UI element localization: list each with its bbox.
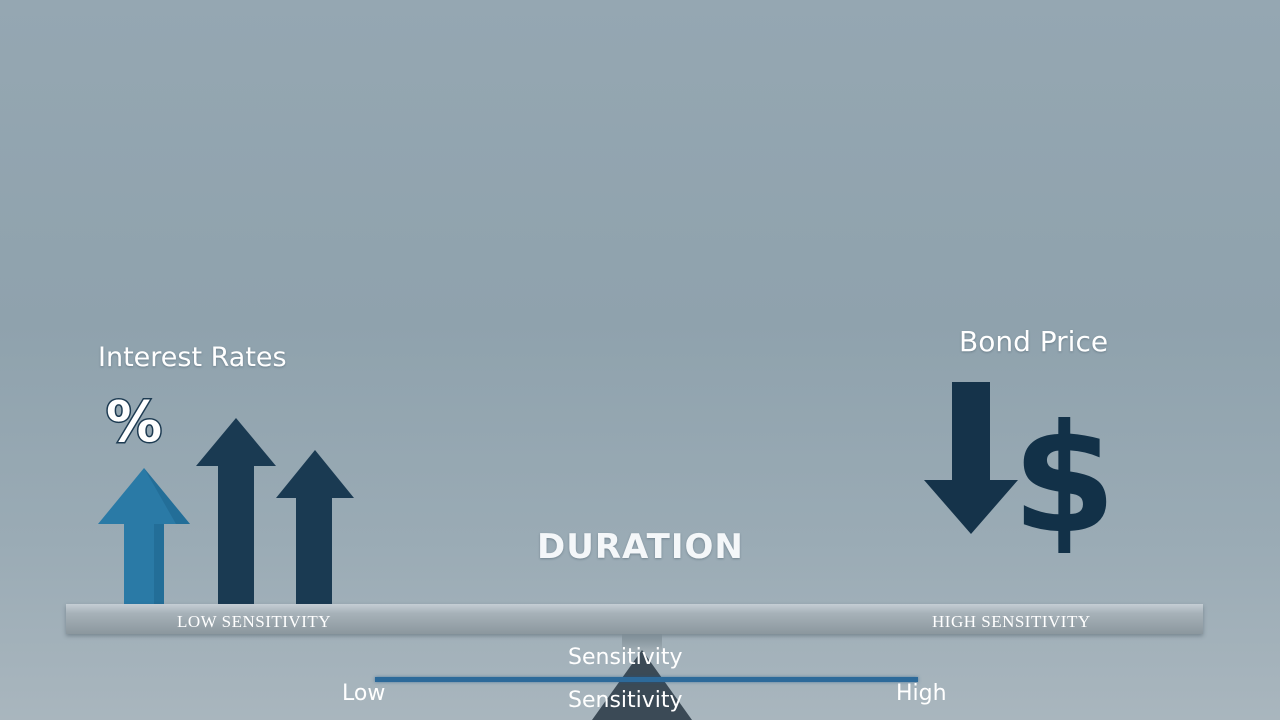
down-arrow-icon — [924, 382, 1018, 534]
beam-pivot — [622, 634, 662, 652]
low-axis-label: Low — [342, 681, 386, 706]
interest-rates-title: Interest Rates — [98, 342, 287, 373]
sensitivity-beam — [66, 604, 1203, 634]
low-sensitivity-label: LOW SENSITIVITY — [177, 612, 332, 631]
up-arrow-icon — [196, 418, 276, 610]
high-sensitivity-label: HIGH SENSITIVITY — [932, 612, 1091, 631]
percent-icon: % — [104, 389, 163, 457]
sensitivity-label-top: Sensitivity — [568, 645, 683, 670]
duration-label: DURATION — [537, 527, 744, 567]
dollar-icon: $ — [1012, 393, 1117, 567]
up-arrow-icon — [276, 450, 354, 610]
sensitivity-label-bottom: Sensitivity — [568, 688, 683, 713]
pivot-triangle — [592, 650, 692, 720]
high-axis-label: High — [896, 681, 947, 706]
bond-price-title: Bond Price — [959, 325, 1109, 358]
up-arrow-icon — [98, 468, 190, 610]
sensitivity-axis — [375, 677, 918, 682]
